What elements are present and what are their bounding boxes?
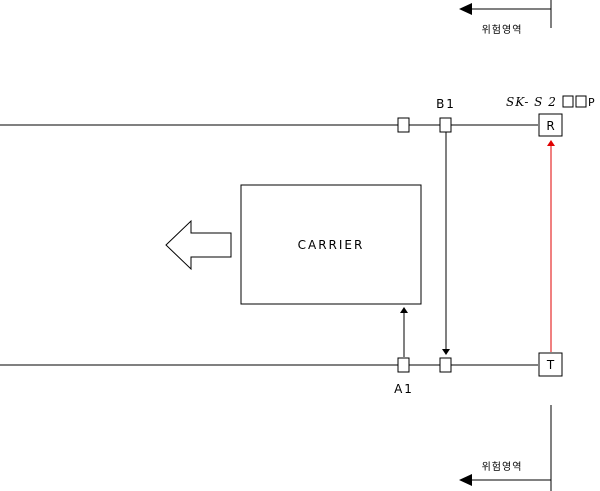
node-b1-label: B1 [436, 97, 456, 111]
bottom-danger-zone-label: 위험영역 [482, 460, 523, 473]
sensor-tag-box-1 [562, 95, 574, 108]
node-a1 [397, 357, 410, 373]
sensor-tag-box-2 [575, 95, 587, 108]
bottom-zone-arrow-head-icon [459, 474, 472, 486]
lower-node-right [439, 357, 452, 373]
top-zone-arrow-head-icon [459, 3, 472, 15]
receiver-label: R [546, 119, 554, 133]
receiver-box [538, 113, 563, 137]
transmitter-label: T [546, 358, 555, 372]
sensor-tag-suffix: P [588, 96, 595, 109]
transmitter-box [538, 352, 563, 377]
carrier-label: CARRIER [298, 238, 365, 252]
top-danger-zone-label: 위험영역 [482, 23, 523, 36]
carrier-direction-arrow-icon [165, 219, 232, 271]
node-a1-label: A1 [394, 382, 414, 396]
node-b1 [439, 117, 452, 133]
upper-node-left [397, 117, 410, 133]
sensor-tag-label: SK- S 2 [506, 95, 557, 109]
carrier-box [240, 184, 422, 305]
